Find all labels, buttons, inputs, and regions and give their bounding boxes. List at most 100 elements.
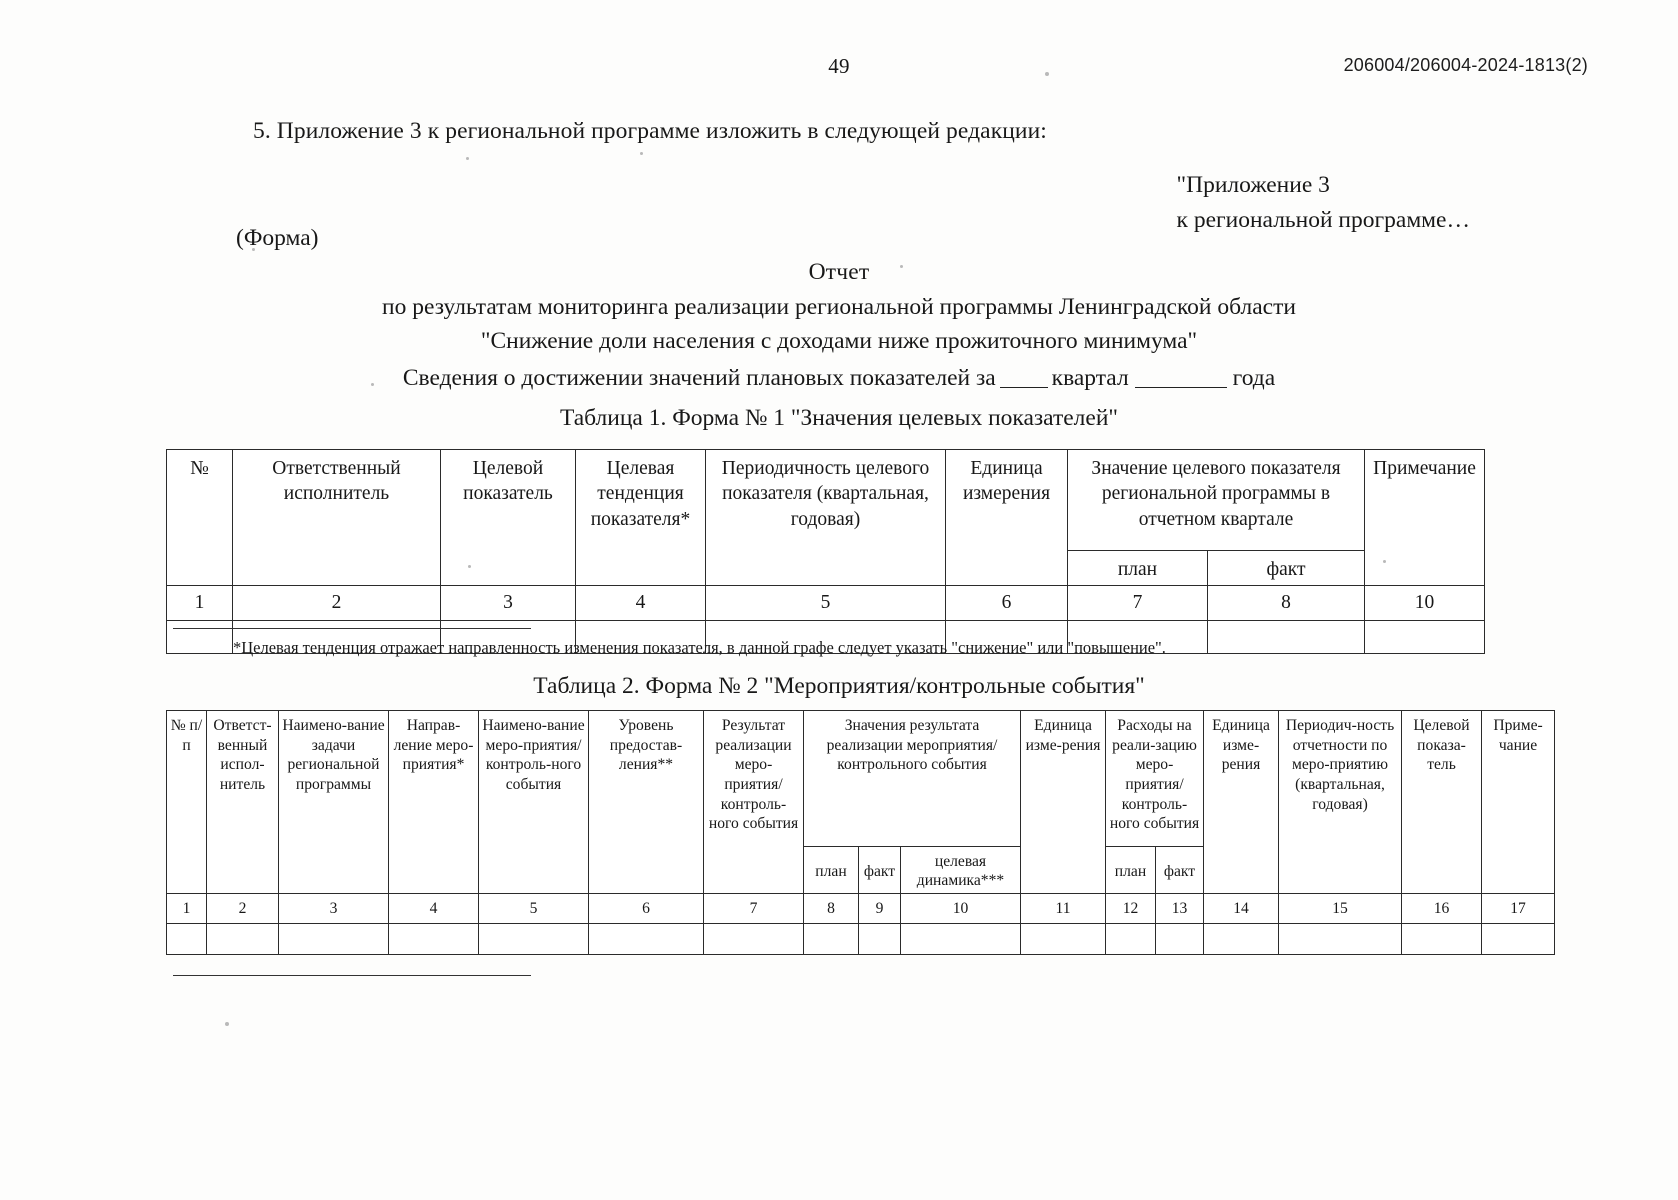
t2-cell-empty[interactable]	[1020, 923, 1106, 955]
t2-num-10: 10	[900, 893, 1021, 924]
t2-cell-empty[interactable]	[1154, 923, 1205, 955]
table-2-subheader-row: план факт целевая динамика*** план факт	[167, 845, 1555, 895]
t2-cell-empty[interactable]	[703, 923, 804, 955]
t2-sub-result-dynamics: целевая динамика***	[900, 845, 1021, 895]
t2-num-3: 3	[278, 893, 389, 924]
t2-cell-empty[interactable]	[858, 923, 901, 955]
t2-num-6: 6	[588, 893, 704, 924]
period-statement: Сведения о достижении значений плановых …	[0, 365, 1678, 392]
quarter-blank[interactable]	[999, 387, 1048, 388]
t2-col-measure-name: Наимено-вание меро-приятия/ контроль-ног…	[478, 710, 589, 894]
year-blank[interactable]	[1134, 387, 1227, 388]
t1-col-trend: Целевая тенденция показателя*	[575, 449, 706, 586]
t2-num-8: 8	[803, 893, 859, 924]
t2-cell-empty[interactable]	[478, 923, 589, 955]
t2-num-13: 13	[1154, 893, 1205, 924]
period-statement-prefix: Сведения о достижении значений плановых …	[402, 365, 996, 391]
annex-reference: "Приложение 3 к региональной программе…	[1177, 168, 1470, 238]
period-statement-middle: квартал	[1051, 365, 1129, 391]
t1-cell-empty[interactable]	[1067, 620, 1208, 654]
t1-sub-fact: факт	[1207, 550, 1365, 586]
t2-col-target-indicator: Целевой показа-тель	[1401, 710, 1483, 894]
t2-num-12: 12	[1105, 893, 1156, 924]
report-word: Отчет	[808, 259, 870, 285]
t2-num-16: 16	[1401, 893, 1483, 924]
t1-cell-empty[interactable]	[232, 620, 441, 654]
table-1-number-row: 1 2 3 4 5 6 7 8 10	[166, 585, 1485, 621]
t1-num-2: 2	[232, 585, 441, 621]
t2-col-responsible: Ответст-венный испол-нитель	[206, 710, 279, 894]
t2-num-7: 7	[703, 893, 804, 924]
t2-num-14: 14	[1203, 893, 1280, 924]
t2-cell-empty[interactable]	[900, 923, 1021, 955]
t1-num-8: 8	[1207, 585, 1365, 621]
t1-col-value-group: Значение целевого показателя регионально…	[1067, 449, 1365, 551]
t1-col-unit: Единица измерения	[945, 449, 1068, 586]
t2-cell-empty[interactable]	[1203, 923, 1280, 955]
table-1-target-indicators: № Ответственный исполнитель Целевой пока…	[166, 449, 1485, 654]
t2-col-level: Уровень предостав-ления**	[588, 710, 704, 894]
t1-col-responsible: Ответственный исполнитель	[232, 449, 441, 586]
t2-col-task-name: Наимено-вание задачи региональной програ…	[278, 710, 389, 894]
t2-col-result-values-group: Значения результата реализации мероприят…	[803, 710, 1021, 847]
t2-cell-empty[interactable]	[278, 923, 389, 955]
t2-num-2: 2	[206, 893, 279, 924]
t2-num-11: 11	[1020, 893, 1106, 924]
t2-col-reporting-frequency: Периодич-ность отчетности по меро-прияти…	[1278, 710, 1403, 894]
table-1-empty-row[interactable]	[166, 620, 1485, 654]
period-statement-suffix: года	[1232, 365, 1276, 391]
table-2-measures-events: № п/п Ответст-венный испол-нитель Наимен…	[166, 710, 1556, 955]
t2-num-9: 9	[858, 893, 901, 924]
t2-col-direction: Направ-ление меро-приятия*	[388, 710, 479, 894]
t2-num-5: 5	[478, 893, 589, 924]
report-subtitle-1: по результатам мониторинга реализации ре…	[382, 293, 1296, 320]
t1-num-7: 7	[1067, 585, 1208, 621]
t1-sub-plan: план	[1067, 550, 1208, 586]
t2-sub-result-fact: факт	[858, 845, 901, 895]
annex-line-2: к региональной программе…	[1176, 206, 1470, 233]
t2-cell-empty[interactable]	[1105, 923, 1156, 955]
t2-cell-empty[interactable]	[388, 923, 479, 955]
table-2-header-row: № п/п Ответст-венный испол-нитель Наимен…	[166, 710, 1556, 894]
t1-num-10: 10	[1364, 585, 1485, 621]
t1-cell-empty[interactable]	[945, 620, 1068, 654]
t2-num-17: 17	[1481, 893, 1556, 924]
t2-cell-empty[interactable]	[166, 923, 207, 955]
t1-num-6: 6	[945, 585, 1068, 621]
report-subtitle-2: "Снижение доли населения с доходами ниже…	[480, 328, 1198, 355]
t2-num-1: 1	[166, 893, 207, 924]
footnote-rule-2	[173, 975, 531, 976]
scan-speck	[640, 152, 643, 155]
table-2-empty-row[interactable]	[166, 923, 1556, 955]
t2-col-unit-2: Единица изме-рения	[1203, 710, 1280, 894]
t2-cell-empty[interactable]	[1278, 923, 1403, 955]
table-1-caption: Таблица 1. Форма № 1 "Значения целевых п…	[559, 405, 1119, 431]
t2-cell-empty[interactable]	[1481, 923, 1556, 955]
footnote-1: *Целевая тенденция отражает направленнос…	[233, 638, 1166, 657]
table-2-number-row: 1 2 3 4 5 6 7 8 9 10 11 12 13 14 15 16 1…	[166, 893, 1556, 924]
t1-num-5: 5	[705, 585, 946, 621]
t2-col-note: Приме-чание	[1481, 710, 1556, 894]
scan-speck	[225, 1022, 229, 1026]
lead-paragraph: 5. Приложение 3 к региональной программе…	[253, 118, 1047, 144]
t1-cell-empty[interactable]	[1207, 620, 1365, 654]
t2-col-unit-1: Единица изме-рения	[1020, 710, 1106, 894]
t1-cell-empty[interactable]	[1364, 620, 1485, 654]
t1-cell-empty[interactable]	[166, 620, 233, 654]
t1-col-note: Примечание	[1364, 449, 1485, 586]
t1-cell-empty[interactable]	[575, 620, 706, 654]
t2-num-4: 4	[388, 893, 479, 924]
t2-sub-costs-fact: факт	[1154, 845, 1205, 895]
table-1-subheader-row: план факт	[167, 550, 1485, 586]
t2-cell-empty[interactable]	[1401, 923, 1483, 955]
t2-col-number: № п/п	[166, 710, 207, 894]
t2-cell-empty[interactable]	[206, 923, 279, 955]
t2-cell-empty[interactable]	[803, 923, 859, 955]
t1-col-indicator: Целевой показатель	[440, 449, 576, 586]
page-number: 49	[828, 54, 850, 78]
t2-cell-empty[interactable]	[588, 923, 704, 955]
t1-cell-empty[interactable]	[705, 620, 946, 654]
t1-col-frequency: Периодичность целевого показателя (кварт…	[705, 449, 946, 586]
form-label: (Форма)	[236, 225, 319, 251]
